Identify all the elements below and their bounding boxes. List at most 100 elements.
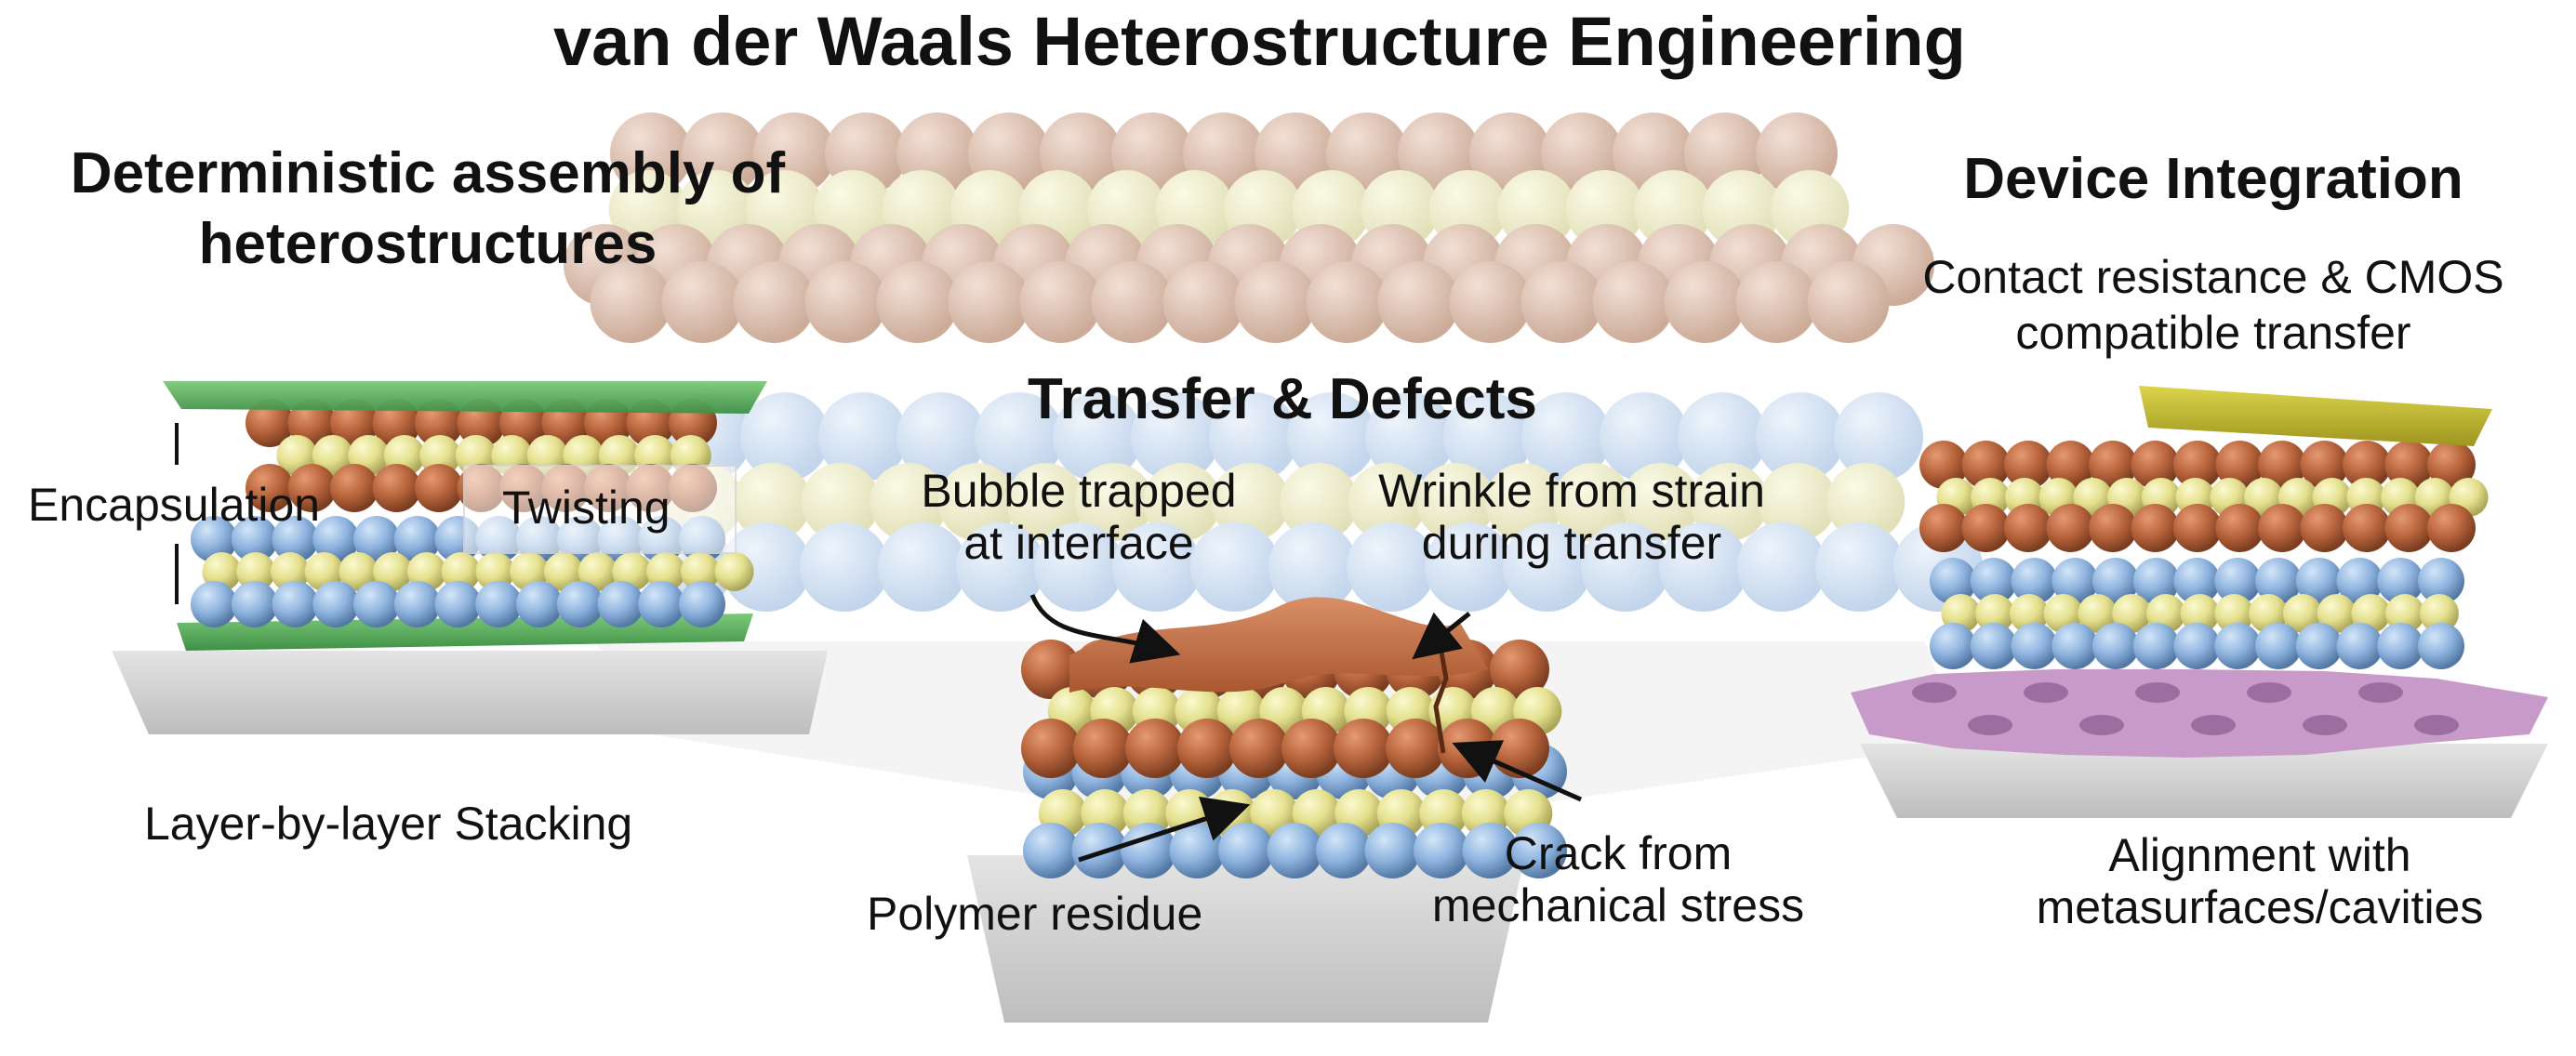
bg-atom-orange: [1091, 261, 1174, 343]
atom-yellow: [441, 552, 481, 591]
bg-atom-blue: [1112, 522, 1202, 612]
atom-blue: [1121, 823, 1176, 878]
encapsulation-label: Encapsulation: [28, 479, 321, 531]
atom-orange: [2343, 441, 2391, 489]
atom-blue: [1930, 558, 1976, 604]
bubble-arrow: [1029, 594, 1181, 664]
atom-orange: [2300, 441, 2349, 489]
atom-orange: [1919, 441, 1968, 489]
atom-blue: [516, 581, 563, 627]
atom-blue: [2092, 558, 2139, 604]
bg-atom-blue: [1600, 392, 1689, 482]
atom-yellow: [475, 552, 515, 591]
left-caption: Layer-by-layer Stacking: [144, 798, 633, 850]
bg-atom-blue: [1347, 522, 1436, 612]
bg-atom-blue: [1034, 522, 1123, 612]
atom-yellow: [543, 552, 583, 591]
atom-orange: [1961, 441, 2011, 489]
atom-blue: [475, 581, 523, 627]
metasurface-hole: [2247, 682, 2291, 703]
bg-atom-blue: [1737, 522, 1826, 612]
atom-blue: [2052, 558, 2099, 604]
atom-yellow: [680, 552, 720, 591]
atom-orange: [287, 464, 337, 512]
atom-blue: [434, 581, 482, 627]
bg-atom-orange: [1377, 261, 1460, 343]
crack-label-line2: mechanical stress: [1431, 879, 1805, 931]
atom-orange: [330, 399, 378, 447]
atom-blue: [1364, 823, 1421, 878]
atom-orange: [246, 464, 294, 512]
atom-blue: [1970, 558, 2017, 604]
atom-orange: [1073, 719, 1133, 778]
bg-atom-blue: [1268, 522, 1358, 612]
atom-orange: [2173, 441, 2222, 489]
bg-atom-blue: [896, 392, 986, 482]
atom-blue: [2336, 558, 2383, 604]
bg-atom-blue: [1365, 392, 1454, 482]
bg-atom-blue: [1443, 392, 1533, 482]
bg-atom-yellow: [1006, 463, 1085, 541]
atom-orange: [2300, 504, 2349, 552]
atom-blue: [1071, 823, 1128, 878]
bg-atom-orange: [733, 261, 816, 343]
bg-atom-orange: [590, 261, 672, 343]
atom-blue: [597, 581, 644, 627]
atom-blue: [1023, 823, 1079, 878]
bg-atom-yellow: [1143, 463, 1222, 541]
atom-blue: [2173, 623, 2221, 669]
atom-yellow: [2214, 594, 2254, 633]
atom-orange: [1961, 504, 2011, 552]
atom-orange: [2258, 504, 2306, 552]
crack-arrow: [1452, 740, 1583, 802]
atom-blue: [312, 581, 360, 627]
atom-orange: [2343, 504, 2391, 552]
atom-yellow: [578, 552, 617, 591]
bg-atom-orange: [1664, 261, 1746, 343]
atom-orange: [1919, 504, 1968, 552]
bg-atom-orange: [948, 261, 1030, 343]
bg-atom-blue: [1815, 522, 1905, 612]
bg-atom-yellow: [870, 463, 949, 541]
right-caption-line2: metasurfaces/cavities: [2036, 881, 2484, 933]
bg-atom-blue: [818, 392, 908, 482]
right-heading: Device Integration: [1963, 147, 2463, 211]
atom-yellow: [714, 552, 754, 591]
atom-blue: [353, 581, 400, 627]
right-caption-line1: Alignment with: [2108, 829, 2411, 881]
atom-blue: [1511, 823, 1567, 878]
atom-yellow: [2180, 594, 2220, 633]
atom-blue: [638, 581, 685, 627]
bg-atom-blue: [956, 522, 1045, 612]
atom-orange: [1021, 640, 1081, 699]
atom-blue: [2052, 623, 2099, 669]
atom-orange: [1490, 640, 1549, 699]
bg-atom-yellow: [1348, 463, 1427, 541]
atom-orange: [1490, 719, 1549, 778]
hbn-top-layer: [163, 381, 767, 414]
bg-atom-orange: [1520, 261, 1603, 343]
atom-blue: [2377, 623, 2424, 669]
wrinkle-label-line1: Wrinkle from strain: [1378, 465, 1765, 517]
residue-label: Polymer residue: [867, 888, 1203, 940]
bg-atom-yellow: [1621, 463, 1700, 541]
center-heading: Transfer & Defects: [1028, 367, 1537, 431]
atom-blue: [2132, 558, 2180, 604]
left-heading-line1: Deterministic assembly of: [70, 141, 786, 205]
bubble-label-line1: Bubble trapped: [921, 465, 1237, 517]
bg-atom-yellow: [1758, 463, 1837, 541]
bg-atom-blue: [1581, 522, 1670, 612]
atom-yellow: [2112, 594, 2152, 633]
crack-line: [1433, 640, 1449, 754]
bg-atom-orange: [1162, 261, 1245, 343]
bg-atom-orange: [1735, 261, 1818, 343]
bg-atom-blue: [1131, 392, 1220, 482]
atom-blue: [1218, 823, 1274, 878]
atom-orange: [2004, 504, 2052, 552]
bg-atom-blue: [1053, 392, 1142, 482]
bg-atom-blue: [1756, 392, 1845, 482]
metasurface-hole: [2414, 715, 2459, 735]
metasurface-hole: [1968, 715, 2012, 735]
bg-atom-blue: [1521, 392, 1611, 482]
metasurface-hole: [2079, 715, 2124, 735]
